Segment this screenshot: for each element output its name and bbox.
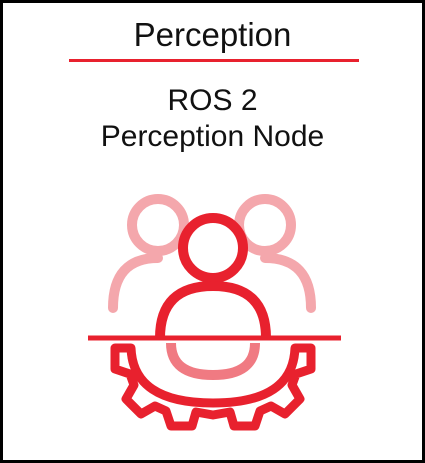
subtitle-line-1: ROS 2	[167, 84, 258, 117]
title-underline	[69, 59, 359, 62]
center-person-icon	[155, 213, 271, 339]
card-subtitle: ROS 2 Perception Node	[3, 83, 422, 155]
gear-icon	[110, 343, 316, 431]
left-person-icon	[108, 194, 189, 313]
card-title: Perception	[133, 16, 292, 53]
inner-body-icon	[166, 342, 260, 381]
subtitle-line-2: Perception Node	[100, 120, 325, 153]
team-gear-icon	[88, 194, 341, 431]
